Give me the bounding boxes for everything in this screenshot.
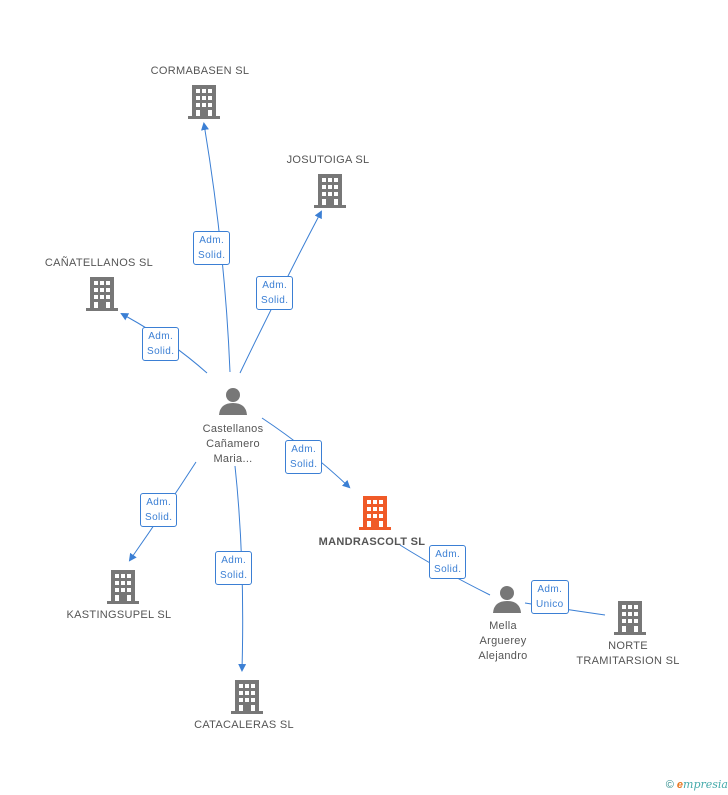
- building-icon[interactable]: [614, 601, 646, 635]
- label-line: Castellanos: [202, 423, 264, 435]
- building-icon[interactable]: [107, 570, 139, 604]
- building-icon[interactable]: [86, 277, 118, 311]
- relation-badge: Adm.Solid.: [285, 440, 323, 474]
- relation-badge: Adm.Solid.: [429, 545, 467, 579]
- brand-footer[interactable]: © empresia: [666, 778, 728, 791]
- label-line: Arguerey: [479, 635, 527, 647]
- building-icon[interactable]: [314, 174, 346, 208]
- node-label-castellanos[interactable]: Castellanos Cañamero Maria...: [173, 422, 293, 467]
- label-line: NORTE: [608, 640, 648, 652]
- relation-badge: Adm.Solid.: [256, 276, 294, 310]
- brand-logo-initial: e: [676, 779, 684, 791]
- node-label-mella[interactable]: Mella Arguerey Alejandro: [453, 619, 553, 664]
- copyright-icon: ©: [665, 779, 674, 791]
- node-label-catacaleras[interactable]: CATACALERAS SL: [194, 719, 294, 731]
- node-label-canatellanos[interactable]: CAÑATELLANOS SL: [44, 257, 154, 269]
- node-label-norte[interactable]: NORTE TRAMITARSION SL: [568, 639, 688, 669]
- building-icon[interactable]: [231, 680, 263, 714]
- relation-badge: Adm.Unico: [531, 580, 569, 614]
- label-line: TRAMITARSION SL: [576, 655, 680, 667]
- node-label-josutoiga[interactable]: JOSUTOIGA SL: [286, 154, 370, 166]
- label-line: Cañamero: [206, 438, 260, 450]
- node-label-kastingsupel[interactable]: KASTINGSUPEL SL: [66, 609, 172, 621]
- building-icon[interactable]: [188, 85, 220, 119]
- relation-badge: Adm.Solid.: [142, 327, 180, 361]
- relation-badge: Adm.Solid.: [193, 231, 231, 265]
- label-line: Maria...: [213, 453, 253, 465]
- relation-badge: Adm.Solid.: [140, 493, 178, 527]
- person-icon[interactable]: [218, 387, 248, 415]
- label-line: Alejandro: [478, 650, 528, 662]
- brand-logo-text: mpresia: [683, 778, 728, 791]
- node-label-mandrascolt[interactable]: MANDRASCOLT SL: [318, 536, 426, 548]
- relation-badge: Adm.Solid.: [215, 551, 253, 585]
- person-icon[interactable]: [492, 585, 522, 613]
- label-line: Mella: [489, 620, 517, 632]
- node-label-cormabasen[interactable]: CORMABASEN SL: [150, 65, 250, 77]
- building-icon-main[interactable]: [359, 496, 391, 530]
